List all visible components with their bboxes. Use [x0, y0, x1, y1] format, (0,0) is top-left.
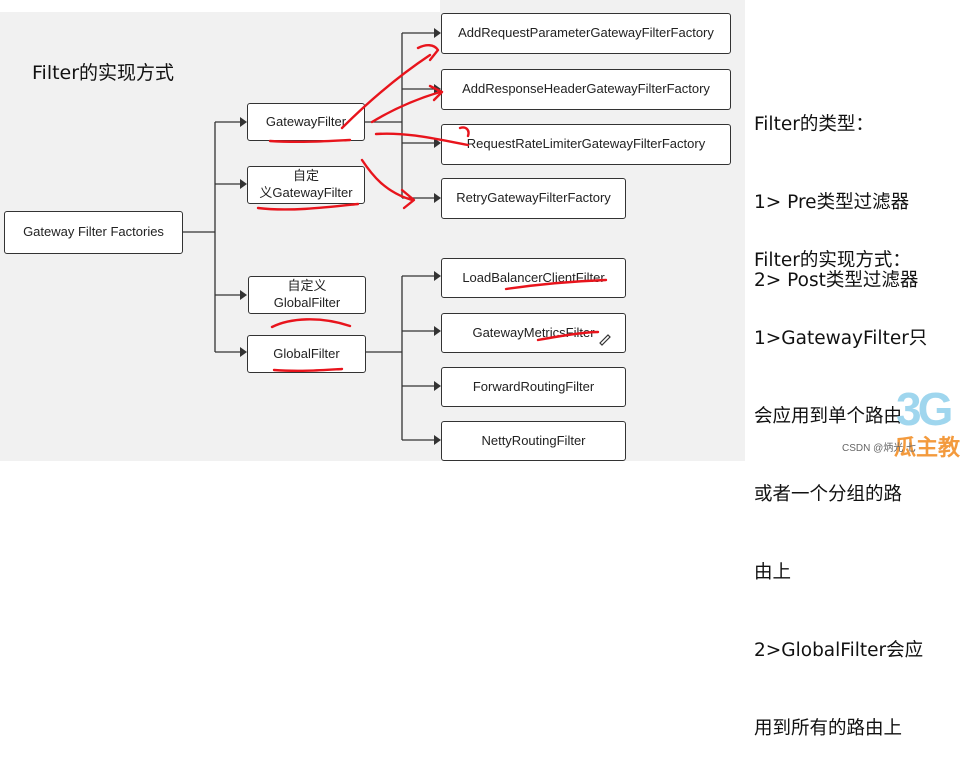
- gateway-child-node: RequestRateLimiterGatewayFilterFactory: [441, 124, 731, 165]
- note-line: 会应用到单个路由: [754, 406, 903, 427]
- custom-global-filter-node: 自定义 GlobalFilter: [248, 276, 366, 314]
- note-line: Filter的实现方式：: [754, 250, 911, 271]
- custom-gateway-filter-label-2: 义GatewayFilter: [259, 185, 353, 200]
- custom-gateway-filter-label-1: 自定: [292, 168, 319, 184]
- note-line: 由上: [754, 562, 792, 583]
- global-filter-node: GlobalFilter: [247, 335, 366, 373]
- gateway-filter-label: GatewayFilter: [265, 113, 347, 129]
- gateway-child-node: AddResponseHeaderGatewayFilterFactory: [441, 69, 731, 110]
- note-line: 2>GlobalFilter会应: [754, 640, 924, 661]
- note-line: 或者一个分组的路: [754, 484, 903, 505]
- gateway-child-label: RetryGatewayFilterFactory: [456, 190, 611, 206]
- global-child-node: LoadBalancerClientFilter: [441, 258, 626, 298]
- filter-types-notes: Filter的类型： 1> Pre类型过滤器 2> Post类型过滤器: [754, 60, 918, 320]
- global-child-label: NettyRoutingFilter: [481, 432, 586, 448]
- note-line: 2> Post类型过滤器: [754, 270, 919, 291]
- global-child-node: NettyRoutingFilter: [441, 421, 626, 461]
- gateway-child-label: AddRequestParameterGatewayFilterFactory: [458, 25, 714, 41]
- watermark-logo-text: 瓜主教: [894, 436, 960, 461]
- gateway-child-label: RequestRateLimiterGatewayFilterFactory: [466, 136, 706, 152]
- watermark-logo-mark: 3G: [896, 383, 953, 435]
- panel-top-margin: [0, 0, 440, 12]
- gateway-child-node: RetryGatewayFilterFactory: [441, 178, 626, 219]
- custom-gateway-filter-node: 自定 义GatewayFilter: [247, 166, 365, 204]
- root-node: Gateway Filter Factories: [4, 211, 183, 254]
- diagram-title: Filter的实现方式: [32, 62, 175, 84]
- gateway-child-label: AddResponseHeaderGatewayFilterFactory: [462, 81, 710, 97]
- filter-impl-notes: Filter的实现方式： 1>GatewayFilter只 会应用到单个路由 或…: [754, 196, 927, 768]
- custom-global-filter-label-2: GlobalFilter: [273, 295, 341, 310]
- note-line: 1>GatewayFilter只: [754, 328, 928, 349]
- gateway-filter-node: GatewayFilter: [247, 103, 365, 141]
- global-child-label: GatewayMetricsFilter: [472, 324, 595, 340]
- note-line: Filter的类型：: [754, 114, 874, 135]
- note-line: 用到所有的路由上: [754, 718, 903, 739]
- global-child-label: LoadBalancerClientFilter: [462, 269, 605, 285]
- gateway-child-node: AddRequestParameterGatewayFilterFactory: [441, 13, 731, 54]
- global-child-node: GatewayMetricsFilter: [441, 313, 626, 353]
- custom-global-filter-label-1: 自定义: [287, 278, 327, 294]
- root-node-label: Gateway Filter Factories: [23, 224, 164, 240]
- global-filter-label: GlobalFilter: [273, 345, 340, 361]
- global-child-label: ForwardRoutingFilter: [472, 378, 595, 394]
- note-line: 1> Pre类型过滤器: [754, 192, 910, 213]
- global-child-node: ForwardRoutingFilter: [441, 367, 626, 407]
- csdn-watermark: CSDN @炳光 七: [842, 443, 917, 454]
- watermark-logo: 3G 瓜主教: [892, 382, 960, 461]
